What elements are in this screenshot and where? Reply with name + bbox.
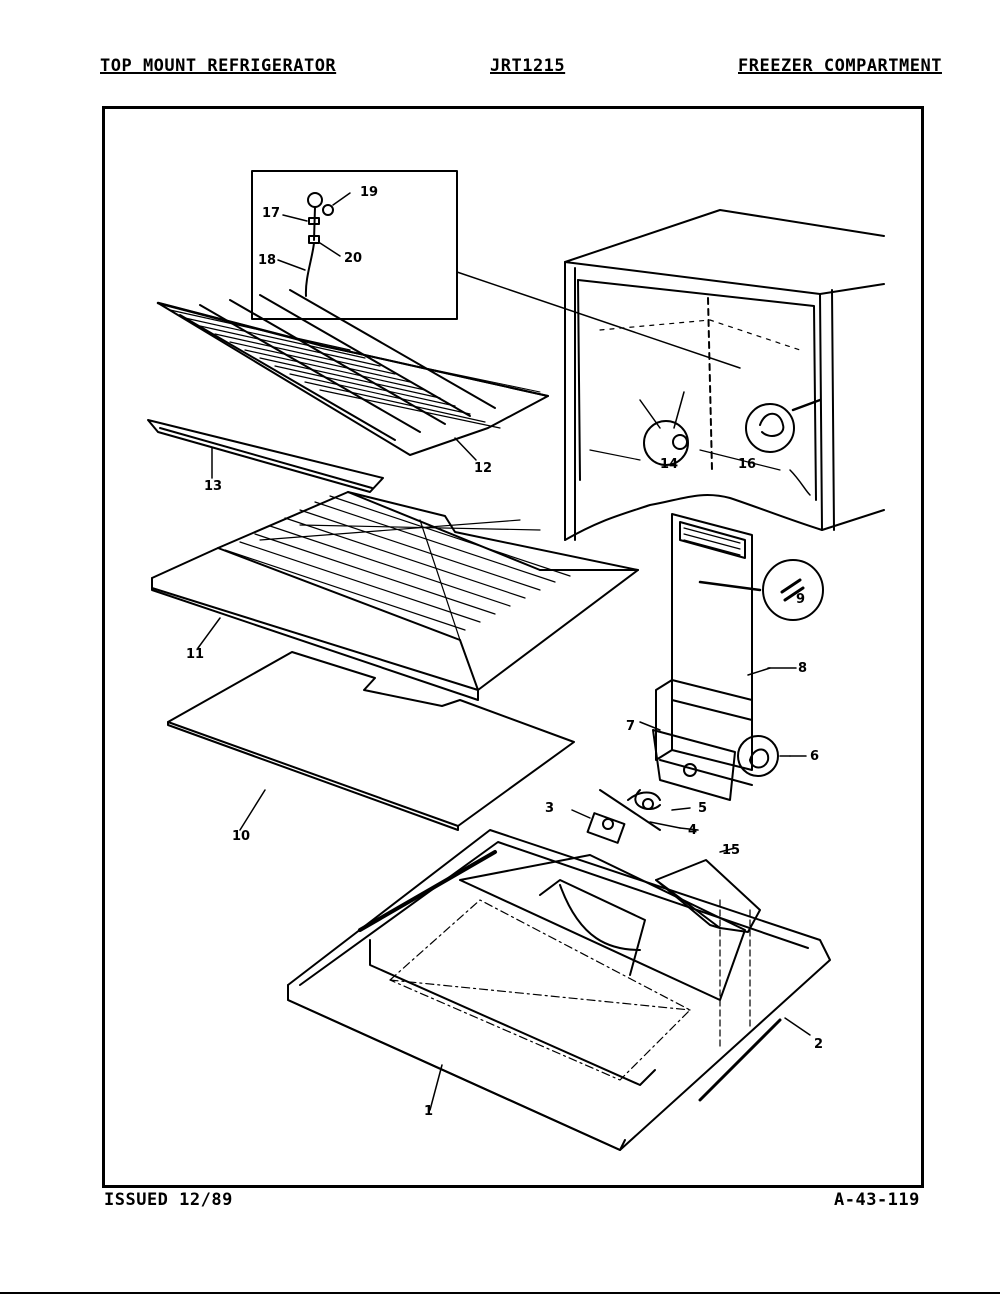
glass-shelf-frame xyxy=(151,491,639,701)
callout-20: 20 xyxy=(344,251,362,266)
callout-15: 15 xyxy=(722,843,740,858)
bottom-rule xyxy=(0,1292,1000,1294)
callout-9: 9 xyxy=(796,592,805,607)
callout-19: 19 xyxy=(360,185,378,200)
callout-12: 12 xyxy=(474,461,492,476)
freezer-liner xyxy=(287,829,831,1151)
fan-assembly xyxy=(571,729,791,844)
callout-5: 5 xyxy=(698,801,707,816)
callout-13: 13 xyxy=(204,479,222,494)
callout-6: 6 xyxy=(810,749,819,764)
callout-18: 18 xyxy=(258,253,276,268)
callout-3: 3 xyxy=(545,801,554,816)
freezer-cabinet xyxy=(564,209,885,541)
diagram-title: TOP MOUNT REFRIGERATOR xyxy=(100,56,337,76)
callout-11: 11 xyxy=(186,647,204,662)
leader-lines xyxy=(197,437,807,831)
glass-panel xyxy=(167,651,575,831)
callout-7: 7 xyxy=(626,719,635,734)
inset-detail xyxy=(251,170,741,369)
issue-date: ISSUED 12/89 xyxy=(104,1190,233,1210)
diagram-frame xyxy=(102,106,924,1188)
callout-8: 8 xyxy=(798,661,807,676)
callout-17: 17 xyxy=(262,206,280,221)
wire-shelf xyxy=(147,289,549,493)
callout-2: 2 xyxy=(814,1037,823,1052)
callout-16: 16 xyxy=(738,457,756,472)
callout-1: 1 xyxy=(424,1104,433,1119)
section-title: FREEZER COMPARTMENT xyxy=(738,56,942,76)
callout-10: 10 xyxy=(232,829,250,844)
page-code: A-43-119 xyxy=(834,1190,920,1210)
evaporator-cover xyxy=(655,513,824,786)
model-number: JRT1215 xyxy=(490,56,566,76)
callout-14: 14 xyxy=(660,457,678,472)
callout-4: 4 xyxy=(688,823,697,838)
